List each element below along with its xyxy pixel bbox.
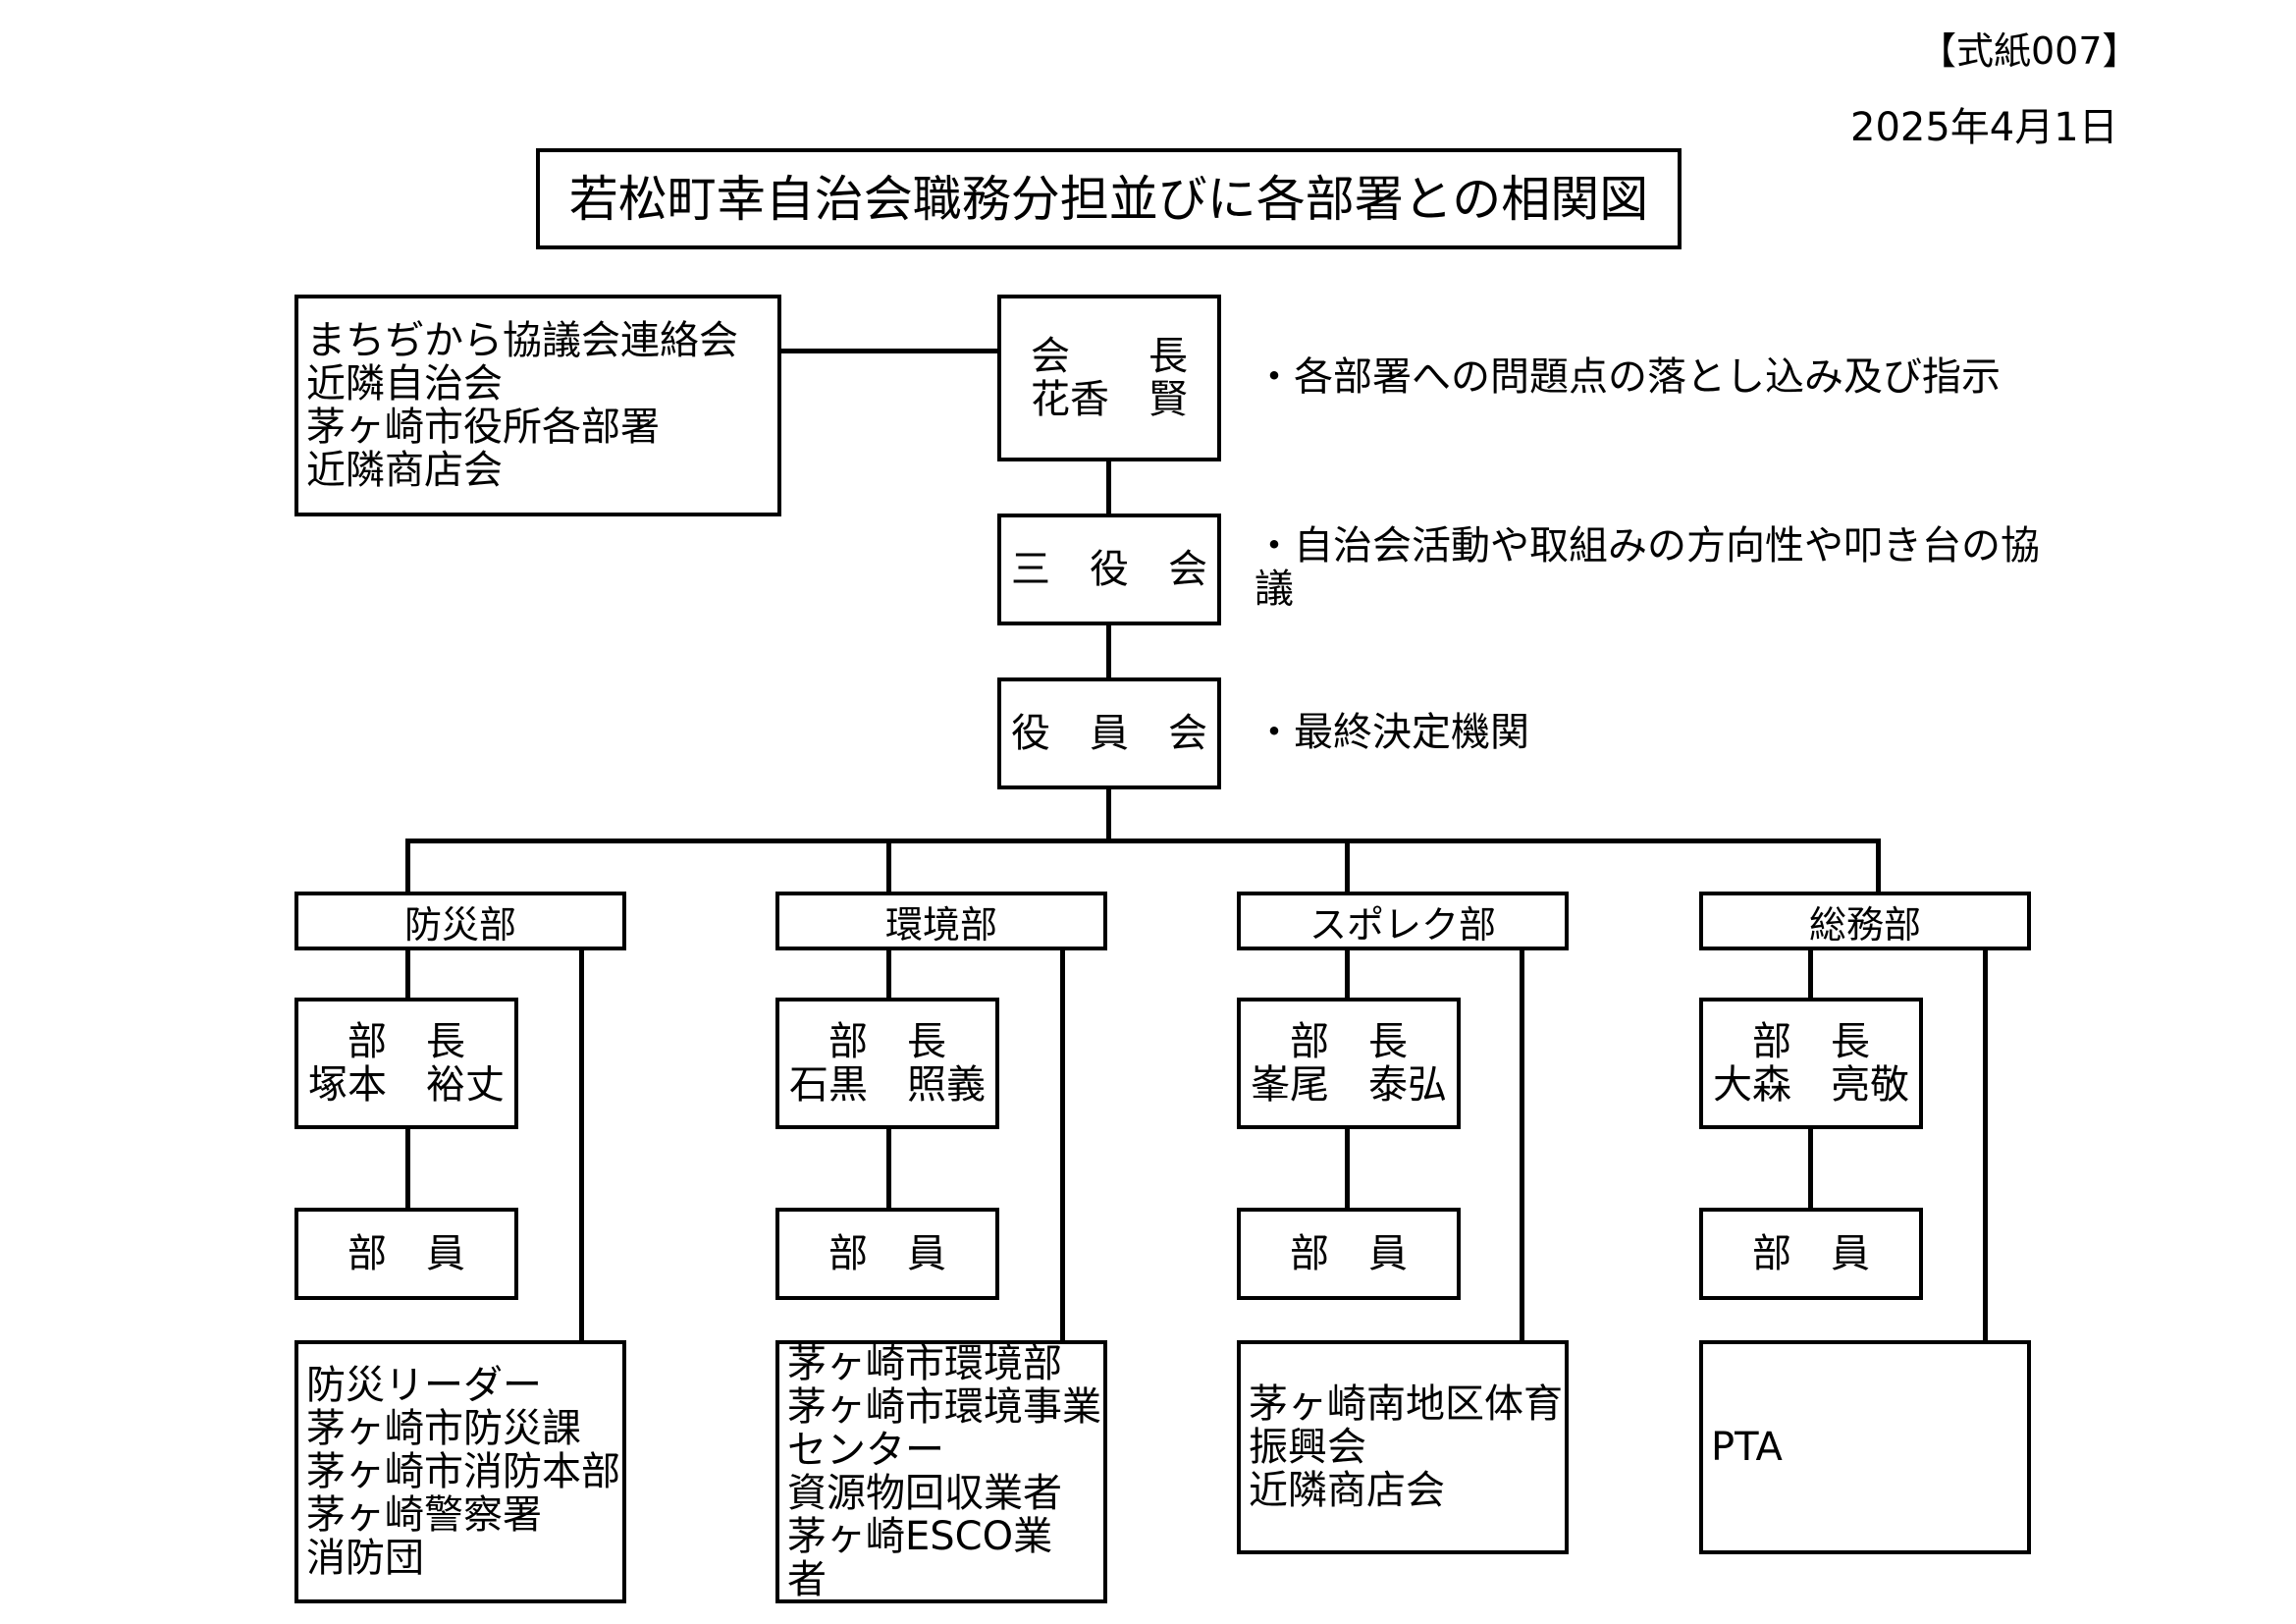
partner-line: 茅ヶ崎市消防本部 (306, 1449, 620, 1494)
connector-line (781, 349, 997, 353)
dept-header: 防災部 (294, 892, 626, 950)
chart-title-box: 若松町幸自治会職務分担並びに各部署との相関図 (536, 148, 1682, 249)
partner-line: 消防団 (306, 1536, 424, 1581)
connector-line (1106, 789, 1111, 842)
connector-line (579, 950, 584, 1340)
dept-members-box: 部 員 (294, 1208, 518, 1300)
dept-name: 防災部 (403, 902, 516, 947)
connector-line (1345, 839, 1350, 893)
connector-line (1808, 1129, 1813, 1208)
dept-head-name: 塚本 裕丈 (308, 1062, 505, 1108)
date: 2025年4月1日 (1850, 105, 2118, 150)
yakuinkai-note: ・最終決定機関 (1255, 710, 1529, 755)
dept-head-box: 部 長 石黒 照義 (775, 998, 999, 1129)
connector-line (405, 1129, 410, 1208)
partner-line: PTA (1711, 1425, 1783, 1470)
partner-line: 茅ヶ崎警察署 (306, 1492, 542, 1538)
form-code: 【式紙007】 (1919, 29, 2140, 73)
chart-title: 若松町幸自治会職務分担並びに各部署との相関図 (568, 170, 1649, 228)
chairman-name: 花香 賢 (1031, 377, 1188, 422)
dept-head-name: 峯尾 泰弘 (1251, 1062, 1447, 1108)
connector-line (1876, 839, 1881, 893)
dept-head-role: 部 長 (1290, 1019, 1408, 1064)
liaison-line: 近隣自治会 (306, 361, 503, 406)
partner-line: 茅ヶ崎ESCO業 (787, 1514, 1053, 1559)
dept-head-role: 部 長 (828, 1019, 946, 1064)
liaison-box: まちぢから協議会連絡会 近隣自治会 茅ヶ崎市役所各部署 近隣商店会 (294, 295, 781, 516)
dept-members-label: 部 員 (1752, 1231, 1870, 1276)
connector-line (886, 839, 891, 893)
sanyakukai-note: ・自治会活動や取組みの方向性や叩き台の協 (1255, 523, 2040, 568)
dept-members-label: 部 員 (1290, 1231, 1408, 1276)
chairman-box: 会 長 花香 賢 (997, 295, 1221, 461)
partner-box: 茅ヶ崎市環境部 茅ヶ崎市環境事業 センター 資源物回収業者 茅ヶ崎ESCO業 者 (775, 1340, 1107, 1603)
dept-head-role: 部 長 (1752, 1019, 1870, 1064)
connector-line (886, 950, 891, 998)
connector-line (1345, 950, 1350, 998)
partner-line: 防災リーダー (306, 1363, 542, 1408)
dept-name: 総務部 (1808, 902, 1921, 947)
partner-line: 者 (787, 1557, 827, 1602)
connector-line (1983, 950, 1988, 1340)
dept-head-name: 石黒 照義 (789, 1062, 986, 1108)
liaison-line: 近隣商店会 (306, 448, 503, 493)
connector-line (1808, 950, 1813, 998)
connector-line (405, 839, 410, 893)
connector-line (1106, 461, 1111, 514)
partner-box: 茅ヶ崎南地区体育 振興会 近隣商店会 (1237, 1340, 1569, 1554)
connector-line (886, 1129, 891, 1208)
dept-head-box: 部 長 峯尾 泰弘 (1237, 998, 1461, 1129)
dept-header: スポレク部 (1237, 892, 1569, 950)
sanyakukai-box: 三 役 会 (997, 514, 1221, 625)
sanyakukai-note: 議 (1255, 567, 1294, 612)
partner-line: 資源物回収業者 (787, 1471, 1062, 1516)
sanyakukai-label: 三 役 会 (1011, 547, 1207, 592)
dept-head-box: 部 長 大森 亮敬 (1699, 998, 1923, 1129)
liaison-line: まちぢから協議会連絡会 (306, 318, 738, 363)
dept-members-box: 部 員 (1237, 1208, 1461, 1300)
chairman-role: 会 長 (1031, 334, 1188, 379)
dept-head-name: 大森 亮敬 (1713, 1062, 1909, 1108)
connector-line (1060, 950, 1065, 1340)
partner-line: センター (787, 1428, 944, 1473)
connector-line (1106, 625, 1111, 677)
partner-line: 茅ヶ崎市環境事業 (787, 1384, 1101, 1430)
connector-line (405, 950, 410, 998)
dept-name: 環境部 (884, 902, 997, 947)
liaison-line: 茅ヶ崎市役所各部署 (306, 405, 660, 450)
partner-box: 防災リーダー 茅ヶ崎市防災課 茅ヶ崎市消防本部 茅ヶ崎警察署 消防団 (294, 1340, 626, 1603)
chairman-note: ・各部署への問題点の落とし込み及び指示 (1255, 354, 2001, 400)
dept-name: スポレク部 (1308, 902, 1496, 947)
connector-line (1345, 1129, 1350, 1208)
connector-line (1520, 950, 1524, 1340)
yakuinkai-label: 役 員 会 (1011, 711, 1207, 756)
connector-line (405, 839, 1881, 843)
partner-line: 近隣商店会 (1249, 1468, 1445, 1513)
partner-line: 茅ヶ崎市環境部 (787, 1341, 1062, 1386)
dept-head-role: 部 長 (347, 1019, 465, 1064)
dept-members-box: 部 員 (1699, 1208, 1923, 1300)
partner-line: 茅ヶ崎市防災課 (306, 1406, 581, 1451)
dept-members-label: 部 員 (347, 1231, 465, 1276)
dept-head-box: 部 長 塚本 裕丈 (294, 998, 518, 1129)
dept-members-label: 部 員 (828, 1231, 946, 1276)
dept-header: 総務部 (1699, 892, 2031, 950)
partner-box: PTA (1699, 1340, 2031, 1554)
dept-members-box: 部 員 (775, 1208, 999, 1300)
partner-line: 茅ヶ崎南地区体育 (1249, 1381, 1563, 1427)
dept-header: 環境部 (775, 892, 1107, 950)
yakuinkai-box: 役 員 会 (997, 677, 1221, 789)
partner-line: 振興会 (1249, 1425, 1366, 1470)
